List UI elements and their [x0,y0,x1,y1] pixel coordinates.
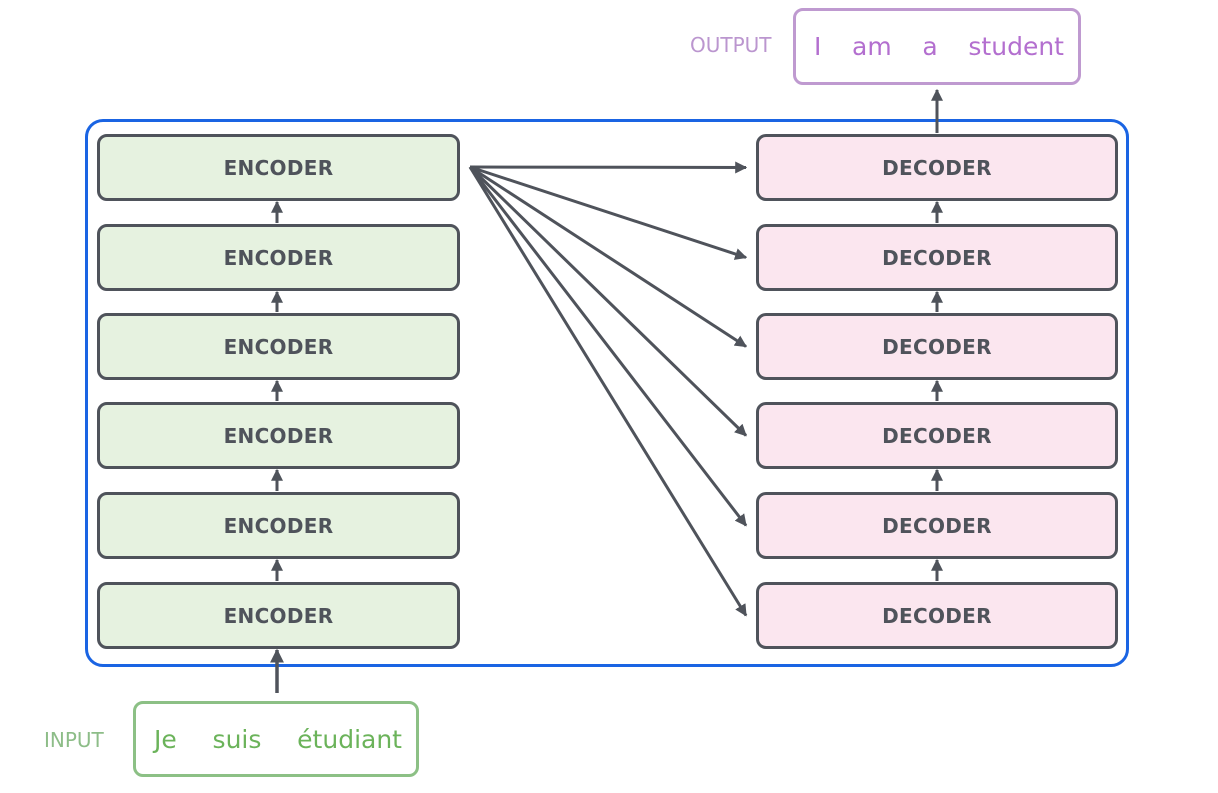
encoder-to-decoder-arrow [469,165,748,348]
encoder-to-decoder-arrow [469,161,748,174]
encoder-block-1: ENCODER [97,582,460,649]
decoder-block-6: DECODER [756,134,1118,201]
output-word: I [814,32,822,61]
output-label: OUTPUT [690,33,772,57]
output-word: student [968,32,1064,61]
encoder-block-5: ENCODER [97,224,460,291]
encoder-block-4: ENCODER [97,313,460,380]
encoder-block-6: ENCODER [97,134,460,201]
decoder-block-4: DECODER [756,313,1118,380]
output-word: a [922,32,938,61]
decoder-block-2: DECODER [756,492,1118,559]
input-word: étudiant [297,724,402,754]
input-word: Je [154,724,177,754]
encoder-block-2: ENCODER [97,492,460,559]
encoder-to-decoder-arrow [468,166,748,617]
output-sentence-box: I am a student [793,8,1081,85]
decoder-block-1: DECODER [756,582,1118,649]
input-word: suis [212,724,262,754]
encoder-to-decoder-arrow [468,165,748,437]
transformer-frame [85,119,1129,667]
input-label: INPUT [44,728,104,752]
encoder-to-decoder-arrow [468,166,748,527]
decoder-block-5: DECODER [756,224,1118,291]
input-sentence-box: Je suis étudiant [133,701,419,777]
encoder-block-3: ENCODER [97,402,460,469]
encoder-to-decoder-arrow [469,165,748,260]
output-word: am [852,32,892,61]
decoder-block-3: DECODER [756,402,1118,469]
